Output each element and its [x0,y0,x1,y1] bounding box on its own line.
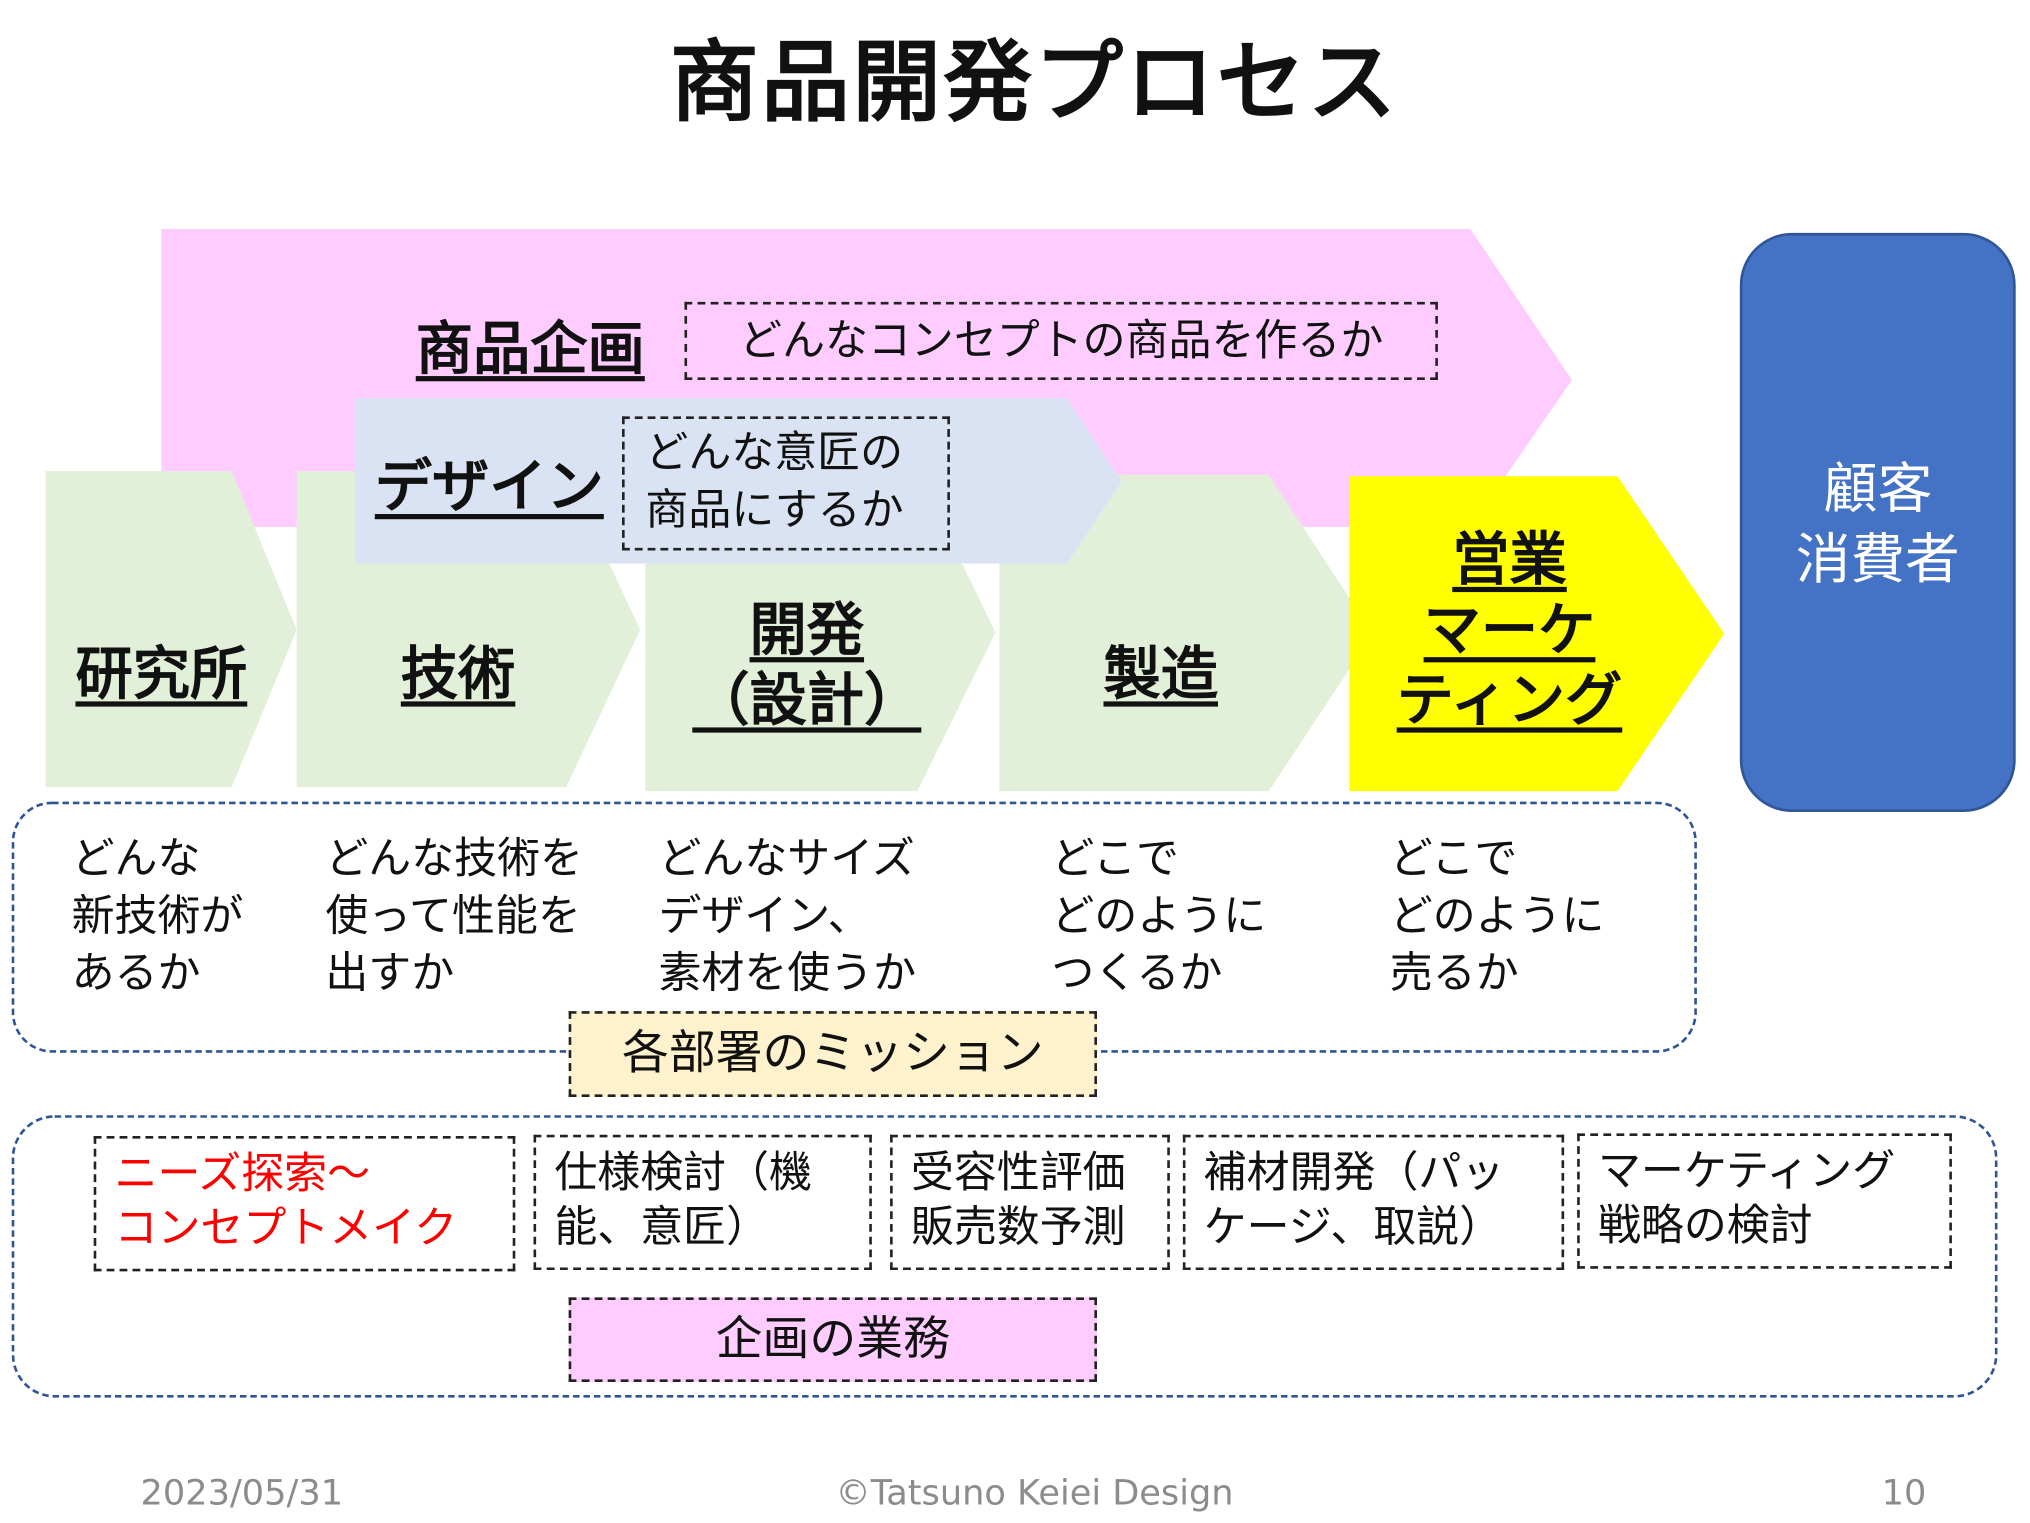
stage-arrow-research [45,471,297,788]
task-marketing: マーケティング 戦略の検討 [1577,1133,1952,1269]
missions-label: 各部署のミッション [568,1011,1097,1097]
task-acceptance: 受容性評価 販売数予測 [890,1134,1170,1271]
stage-label-manufacturing: 製造 [1103,641,1218,708]
mission-sales: どこで どのように 売るか [1389,832,1605,999]
page-title: 商品開発プロセス [670,32,1399,136]
customer-box: 顧客 消費者 [1739,232,2016,812]
stage-label-tech: 技術 [400,641,516,708]
design-label: デザイン [374,454,604,521]
stage-label-sales: 営業 マーケ ティング [1396,527,1623,734]
mission-development: どんなサイズ デザイン、 素材を使うか [658,832,917,999]
footer-copyright: ©Tatsuno Keiei Design [835,1473,1234,1514]
mission-research: どんな 新技術が あるか [71,832,244,999]
stage-label-development: 開発 （設計） [692,597,922,734]
planning-question: どんなコンセプトの商品を作るか [684,301,1438,380]
task-specification: 仕様検討（機 能、意匠） [533,1134,872,1271]
planning-label: 商品企画 [415,316,645,383]
design-question: どんな意匠の 商品にするか [622,416,950,551]
tasks-label: 企画の業務 [568,1297,1097,1382]
task-needs-concept: ニーズ探索～ コンセプトメイク [93,1136,516,1272]
design-arrow [355,398,1122,564]
footer-page-number: 10 [1881,1473,1927,1514]
stage-arrow-sales [1349,476,1725,792]
tasks-frame [11,1115,1998,1398]
stage-label-research: 研究所 [75,641,248,708]
task-materials: 補材開発（パッ ケージ、取説） [1182,1134,1565,1271]
mission-manufacturing: どこで どのように つくるか [1051,832,1267,999]
mission-tech: どんな技術を 使って性能を 出すか [325,832,583,999]
footer-date: 2023/05/31 [140,1473,344,1514]
stage-arrow-manufacturing [999,474,1373,792]
